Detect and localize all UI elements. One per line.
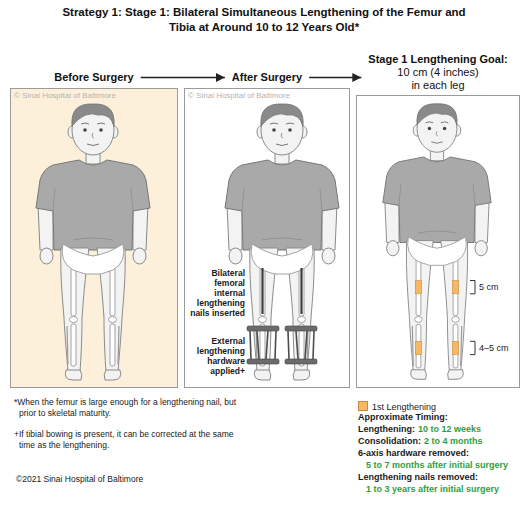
timing-term: 6-axis hardware removed: — [358, 448, 469, 458]
panel-title: After Surgery — [232, 71, 302, 84]
legend-text: 1st Lengthening — [372, 402, 436, 412]
panel-fill — [10, 88, 178, 388]
timing-row: Approximate Timing: — [358, 411, 448, 423]
copyright-note: ©2021 Sinai Hospital of Baltimore — [16, 474, 143, 485]
drawing-use — [453, 281, 459, 355]
callout-label: Bilateral femoral internal lengthening n… — [186, 268, 245, 318]
label-slot: Bilateral femoral internal lengthening n… — [186, 268, 245, 318]
dimension-bracket — [470, 281, 475, 294]
drawing-use — [262, 268, 263, 314]
child-lengthened — [383, 104, 491, 380]
panel-heading: After Surgery — [185, 71, 349, 84]
flow-arrow — [309, 77, 361, 79]
timing-value: 2 to 4 months — [424, 436, 483, 446]
watermark: © Sinai Hospital of Baltimore — [14, 91, 116, 101]
legend-swatch — [358, 401, 368, 411]
timing-block: Approximate Timing:Lengthening:10 to 12 … — [358, 411, 508, 495]
callout-label: External lengthening hardware applied+ — [186, 336, 245, 376]
timing-row: Lengthening nails removed: — [358, 471, 478, 483]
timing-term: Lengthening nails removed: — [358, 472, 478, 482]
timing-term: Approximate Timing: — [358, 412, 448, 422]
timing-row: Lengthening:10 to 12 weeks — [358, 423, 481, 435]
timing-row: 1 to 3 years after initial surgery — [358, 483, 499, 495]
dimension-label: 5 cm — [479, 281, 499, 293]
footnote: +If tibial bowing is present, it can be … — [14, 429, 246, 451]
panel-heading: Before Surgery — [11, 71, 177, 84]
panel-heading: Stage 1 Lengthening Goal:10 cm (4 inches… — [357, 53, 519, 92]
label-slot: ©2021 Sinai Hospital of Baltimore — [16, 474, 143, 485]
label-slot: +If tibial bowing is present, it can be … — [14, 429, 246, 451]
panel-subtitle: 10 cm (4 inches) in each leg — [394, 66, 482, 92]
drawing-use — [408, 237, 467, 266]
dimension-bracket — [470, 341, 475, 354]
drawing-use — [416, 281, 422, 355]
title-slot: Strategy 1: Stage 1: Bilateral Simultane… — [54, 5, 474, 35]
timing-term: Consolidation: — [358, 436, 421, 446]
timing-row: 5 to 7 months after initial surgery — [358, 459, 508, 471]
drawing-g — [247, 244, 317, 380]
watermark: © Sinai Hospital of Baltimore — [188, 91, 290, 101]
panel-box: After Surgery — [184, 88, 350, 388]
timing-value: 10 to 12 weeks — [418, 424, 481, 434]
drawing-use — [247, 326, 279, 364]
panel-box: Before Surgery — [10, 88, 178, 388]
drawing-g — [406, 237, 467, 380]
drawing-use — [225, 104, 339, 264]
label-slot: 5 cm — [479, 281, 499, 293]
timing-term: Lengthening: — [358, 424, 415, 434]
legend-row: 1st Lengthening — [358, 396, 436, 414]
timing-value: 1 to 3 years after initial surgery — [366, 484, 499, 494]
drawing-g — [61, 244, 125, 380]
timing-row: Consolidation:2 to 4 months — [358, 435, 483, 447]
label-slot: © Sinai Hospital of Baltimore — [188, 91, 290, 101]
drawing-use — [36, 104, 150, 264]
flow-arrow — [141, 77, 225, 79]
label-slot: *When the femur is large enough for a le… — [14, 397, 246, 419]
dimension-label: 4–5 cm — [479, 342, 509, 354]
footnote: *When the femur is large enough for a le… — [14, 397, 246, 419]
panel-title: Stage 1 Lengthening Goal: — [368, 53, 507, 66]
timing-row: 6-axis hardware removed: — [358, 447, 469, 459]
timing-value: 5 to 7 months after initial surgery — [366, 460, 508, 470]
drawing-use — [62, 244, 124, 274]
drawing-use — [301, 268, 302, 314]
panel-title: Before Surgery — [54, 71, 133, 84]
label-slot: External lengthening hardware applied+ — [186, 336, 245, 376]
drawing-use — [251, 244, 313, 274]
drawing-use — [383, 104, 491, 256]
child-before — [36, 104, 150, 380]
drawing-use — [285, 326, 317, 364]
label-slot: 4–5 cm — [479, 342, 509, 354]
label-slot: © Sinai Hospital of Baltimore — [14, 91, 116, 101]
diagram-title: Strategy 1: Stage 1: Bilateral Simultane… — [54, 5, 474, 35]
